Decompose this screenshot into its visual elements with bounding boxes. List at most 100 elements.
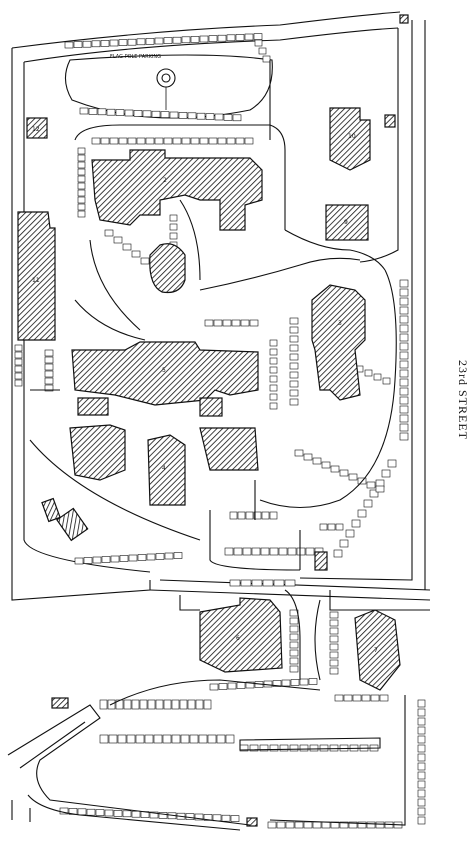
parking-stall [101,556,111,563]
parking-stall [417,735,426,744]
parking-stall [73,41,83,48]
perimeter-roads [11,11,431,601]
parking-stall [115,109,125,116]
parking-stall [399,315,409,324]
rotunda-building[interactable] [149,243,186,294]
parking-stall [417,807,426,816]
parking-stall [181,137,191,145]
parking-stall [205,113,215,120]
parking-stall [155,699,164,710]
building-2[interactable] [91,149,263,231]
parking-stall [289,335,299,343]
parking-stall [91,137,101,145]
parking-stall [213,319,223,327]
parking-stall [244,33,254,41]
parking-stall [269,357,278,365]
parking-stall [287,547,297,556]
parking-stall [109,137,119,145]
building-small-center[interactable] [199,397,223,417]
parking-stall [245,511,254,520]
building-6[interactable] [199,597,283,673]
parking-stall [333,549,343,558]
parking-stall [269,393,278,401]
parking-stall [99,734,109,744]
parking-stall [399,360,409,369]
structure-top-right[interactable] [399,14,409,24]
parking-stall [417,744,426,753]
parking-stall [364,369,373,377]
parking-stall [321,821,331,829]
structure-bottom-left-b[interactable] [56,507,89,542]
building-10[interactable] [329,107,371,171]
parking-stall [381,469,391,478]
parking-stall [169,111,179,119]
parking-stall [158,812,168,819]
parking-stall [279,744,289,752]
parking-stall [82,40,92,48]
parking-stall [272,680,282,687]
parking-stall [357,509,367,518]
parking-stall [281,679,291,687]
parking-stall [269,348,278,356]
parking-stall [319,523,328,531]
parking-stall [14,365,23,373]
parking-stall [14,344,23,352]
parking-stall [339,539,349,548]
parking-stall [144,734,154,744]
parking-stall [196,112,206,120]
parking-stall [77,210,86,218]
building-12[interactable] [26,117,48,139]
parking-stall [100,137,110,145]
parking-stall [97,108,107,116]
parking-stall [269,744,279,752]
parking-stall [289,649,299,657]
building-6-number: 6 [236,635,240,642]
parking-stall [289,362,299,370]
parking-stall [245,681,255,689]
building-7[interactable] [354,609,401,691]
parking-stall [77,189,86,197]
building-annex[interactable] [77,397,109,416]
building-west-wing[interactable] [69,424,126,481]
parking-stall [319,744,329,752]
parking-stall [140,257,150,265]
parking-stall [259,744,269,752]
building-9[interactable] [325,204,369,241]
building-east-wing[interactable] [199,427,259,471]
structure-south-lot[interactable] [314,551,328,571]
parking-stall [124,109,134,117]
building-5[interactable] [71,341,259,406]
parking-stall [154,37,164,45]
parking-stall [276,821,286,829]
structure-bottom-left-a[interactable] [41,497,61,523]
parking-stall [399,306,409,315]
structure-right-small[interactable] [384,114,396,128]
parking-stall [329,744,339,752]
parking-stall [230,815,240,822]
building-11[interactable] [17,211,56,341]
parking-stall [221,814,231,822]
structure-lower-left[interactable] [51,697,69,709]
building-4[interactable] [147,434,186,506]
parking-stall [113,810,123,817]
building-11-number: 11 [32,277,40,284]
parking-stall [74,557,84,565]
parking-stall [155,553,165,560]
parking-stall [269,402,278,410]
building-3[interactable] [311,284,366,401]
parking-stall [118,137,128,145]
structure-bottom[interactable] [246,817,258,827]
parking-stall [131,250,141,258]
parking-stall [235,137,245,145]
parking-stall [154,137,164,145]
parking-stall [77,182,86,190]
parking-stall [303,821,313,829]
parking-stall [179,699,188,710]
parking-stall [14,358,23,366]
parking-stall [289,625,299,633]
flag-pole-parking-label: FLAG POLE PARKING [110,54,161,60]
parking-stall [77,168,86,176]
parking-stall [79,107,89,115]
bottom-left-lot-boundary [7,704,251,826]
parking-stall [64,41,74,49]
